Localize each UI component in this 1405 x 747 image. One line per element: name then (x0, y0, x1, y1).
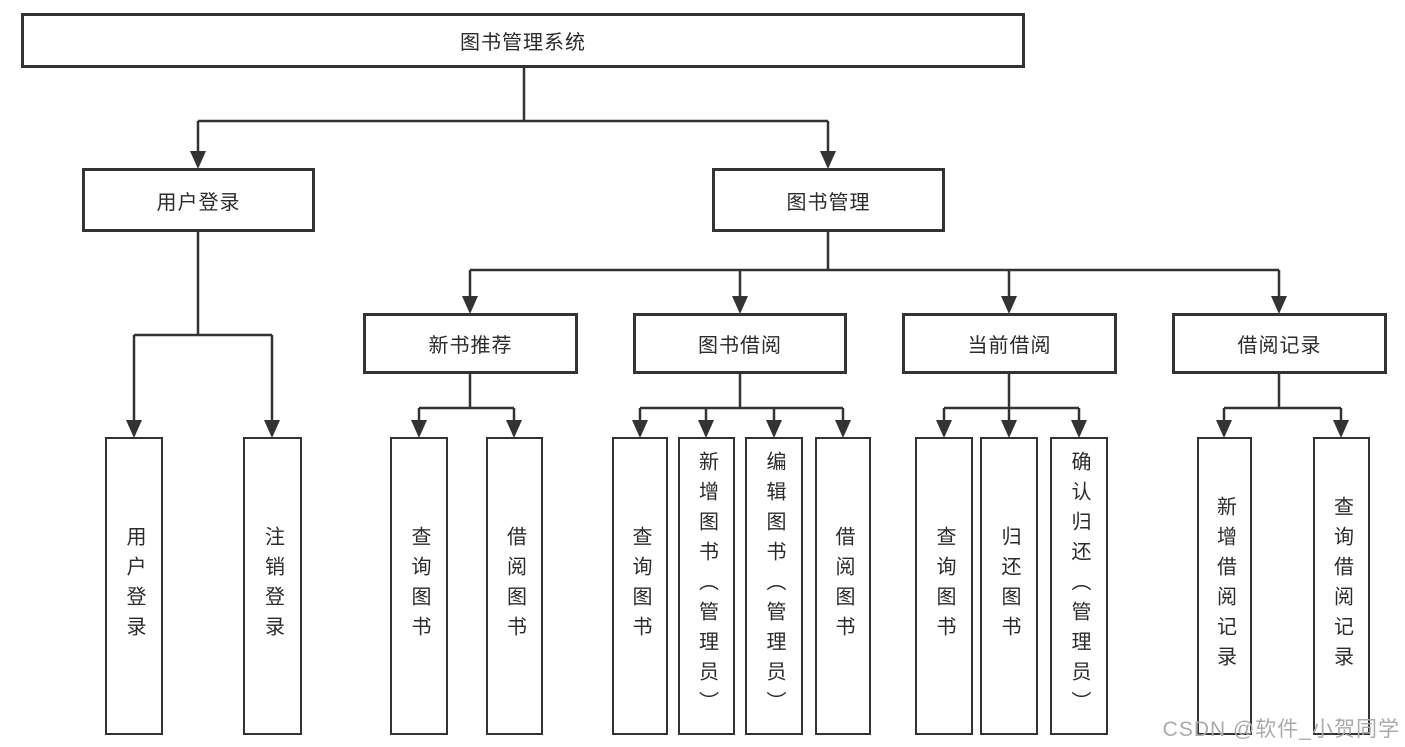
arrowhead (1071, 420, 1087, 438)
arrowhead (698, 420, 714, 438)
node-leaf-query-books-1: 查询图书 (390, 437, 448, 735)
node-leaf-confirm-return-admin: 确认归还（管理员） (1050, 437, 1108, 735)
node-library-management-system: 图书管理系统 (21, 13, 1025, 68)
node-leaf-borrow-books-2: 借阅图书 (815, 437, 871, 735)
node-leaf-edit-book-admin: 编辑图书（管理员） (745, 437, 803, 735)
arrowhead (820, 151, 836, 169)
connector-borrow-to-leaves (638, 374, 845, 433)
arrowheads (126, 151, 1349, 438)
node-leaf-query-books-2: 查询图书 (612, 437, 668, 735)
arrowhead (126, 420, 142, 438)
node-leaf-borrow-books-1: 借阅图书 (486, 437, 543, 735)
arrowhead (1001, 420, 1017, 438)
node-leaf-return-books: 归还图书 (980, 437, 1038, 735)
arrowhead (411, 420, 427, 438)
connector-userlogin-to-leaves (132, 232, 274, 433)
node-new-book-recommendation: 新书推荐 (363, 313, 578, 374)
csdn-watermark: CSDN @软件_小贺同学 (1162, 718, 1400, 741)
node-user-login: 用户登录 (82, 168, 315, 232)
arrowhead (190, 151, 206, 169)
node-leaf-query-books-3: 查询图书 (915, 437, 973, 735)
arrowhead (766, 420, 782, 438)
arrowhead (835, 420, 851, 438)
connector-newbook-to-leaves (417, 374, 516, 433)
arrowhead (936, 420, 952, 438)
arrowhead (1001, 296, 1017, 314)
node-leaf-query-borrow-record: 查询借阅记录 (1313, 437, 1370, 735)
node-leaf-add-book-admin: 新增图书（管理员） (678, 437, 735, 735)
arrowhead (732, 296, 748, 314)
arrowhead (506, 420, 522, 438)
node-leaf-user-login: 用户登录 (105, 437, 163, 735)
arrowhead (632, 420, 648, 438)
arrowhead (264, 420, 280, 438)
node-current-borrowing: 当前借阅 (902, 313, 1117, 374)
node-book-borrowing: 图书借阅 (633, 313, 847, 374)
node-leaf-logout: 注销登录 (243, 437, 302, 735)
node-book-management: 图书管理 (712, 168, 945, 232)
arrowhead (1216, 420, 1232, 438)
connector-records-to-leaves (1222, 374, 1343, 433)
arrowhead (1333, 420, 1349, 438)
connector-bookmgmt-to-level3 (468, 232, 1281, 309)
node-borrowing-records: 借阅记录 (1172, 313, 1387, 374)
connector-root-to-level2 (196, 68, 830, 166)
arrowhead (462, 296, 478, 314)
node-leaf-add-borrow-record: 新增借阅记录 (1197, 437, 1252, 735)
arrowhead (1271, 296, 1287, 314)
